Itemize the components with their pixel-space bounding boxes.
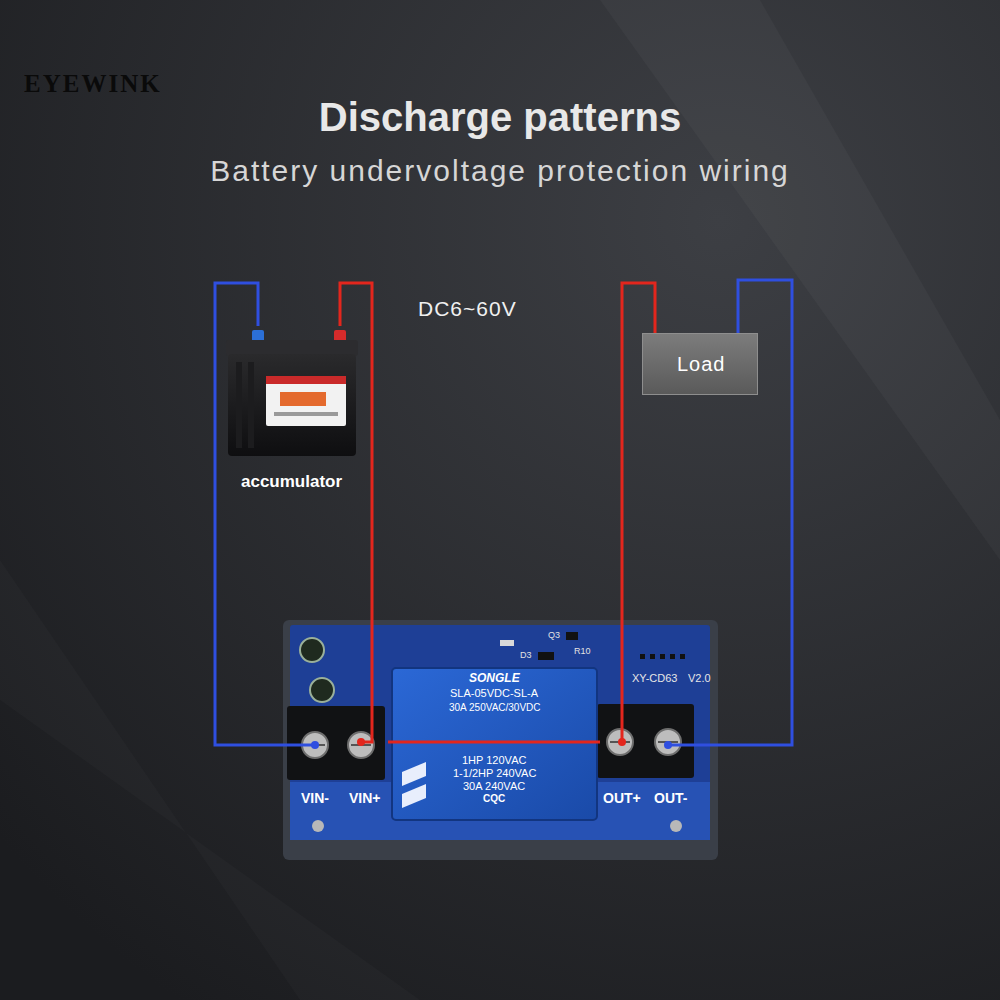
component-ref: Q3 <box>548 630 560 640</box>
wire <box>340 283 372 712</box>
node-text: 30A 240VAC <box>463 780 525 793</box>
terminal: OUT- <box>648 712 694 812</box>
light-streak <box>600 0 1000 560</box>
node-text: SONGLE <box>469 672 520 686</box>
wire-end <box>618 738 626 746</box>
battery-rib <box>248 362 254 448</box>
diagram-title: Discharge patterns <box>0 94 1000 140</box>
header-pin <box>680 654 685 659</box>
mount-screw <box>312 820 324 832</box>
wire-end <box>664 741 672 749</box>
battery-body <box>228 354 356 456</box>
header-pin <box>650 654 655 659</box>
terminal: OUT+ <box>600 712 644 812</box>
voltage-label: DC6~60V <box>418 297 517 321</box>
capacitor <box>300 638 324 662</box>
module-case <box>283 620 718 860</box>
smd-part <box>500 640 514 646</box>
battery-rib <box>236 362 242 448</box>
node-text: OUT- <box>654 790 687 806</box>
battery-sticker-mark <box>274 412 338 416</box>
node-text: VIN- <box>301 790 329 806</box>
battery-sticker-stripe <box>266 376 346 384</box>
smd-part <box>566 632 578 640</box>
battery-sticker <box>266 376 346 426</box>
node-text: 1-1/2HP 240VAC <box>453 767 536 780</box>
relay: SONGLESLA-05VDC-SL-A 30A 250VAC/30VDC 1HP … <box>392 668 597 820</box>
capacitor <box>310 678 334 702</box>
terminal: VIN+ <box>342 712 388 812</box>
node-text: V2.0 <box>688 672 711 685</box>
wire-end <box>357 738 365 746</box>
node-text: SLA-05VDC-SL-A <box>450 687 538 700</box>
smd-part <box>538 652 554 660</box>
wire-end <box>311 741 319 749</box>
mount-screw <box>670 820 682 832</box>
wire-stub <box>621 712 624 742</box>
protection-module: XY-CD63 V2.0 SONGLESLA-05VDC-SL-A 30A 250VA… <box>283 620 718 860</box>
node-text: 1HP 120VAC <box>462 754 526 767</box>
relay-logo <box>402 784 426 808</box>
wire <box>215 283 292 745</box>
node-text: OUT+ <box>603 790 641 806</box>
terminal: VIN- <box>292 712 338 812</box>
header-pin <box>660 654 665 659</box>
node-text: Load <box>677 353 726 376</box>
battery-lid <box>226 340 358 356</box>
header-pin <box>670 654 675 659</box>
battery: accumulator <box>222 326 362 496</box>
wire-stub <box>361 712 372 742</box>
battery-sticker-mark <box>280 392 326 406</box>
relay-body <box>392 668 597 820</box>
component-ref: R10 <box>574 646 591 656</box>
header-pin <box>640 654 645 659</box>
watermark: EYEWINK <box>24 70 162 99</box>
wire <box>388 741 600 744</box>
relay-logo <box>402 762 426 786</box>
terminal-block <box>287 706 385 780</box>
node-text: CQC <box>483 793 505 805</box>
node-text: 30A 250VAC/30VDC <box>449 702 541 714</box>
component-ref: D3 <box>520 650 532 660</box>
node-text: XY-CD63 <box>632 672 677 685</box>
node-text: VIN+ <box>349 790 381 806</box>
subtitle: Battery undervoltage protection wiring <box>0 154 1000 189</box>
node-text: accumulator <box>241 472 342 492</box>
load-box: Load <box>642 333 758 395</box>
